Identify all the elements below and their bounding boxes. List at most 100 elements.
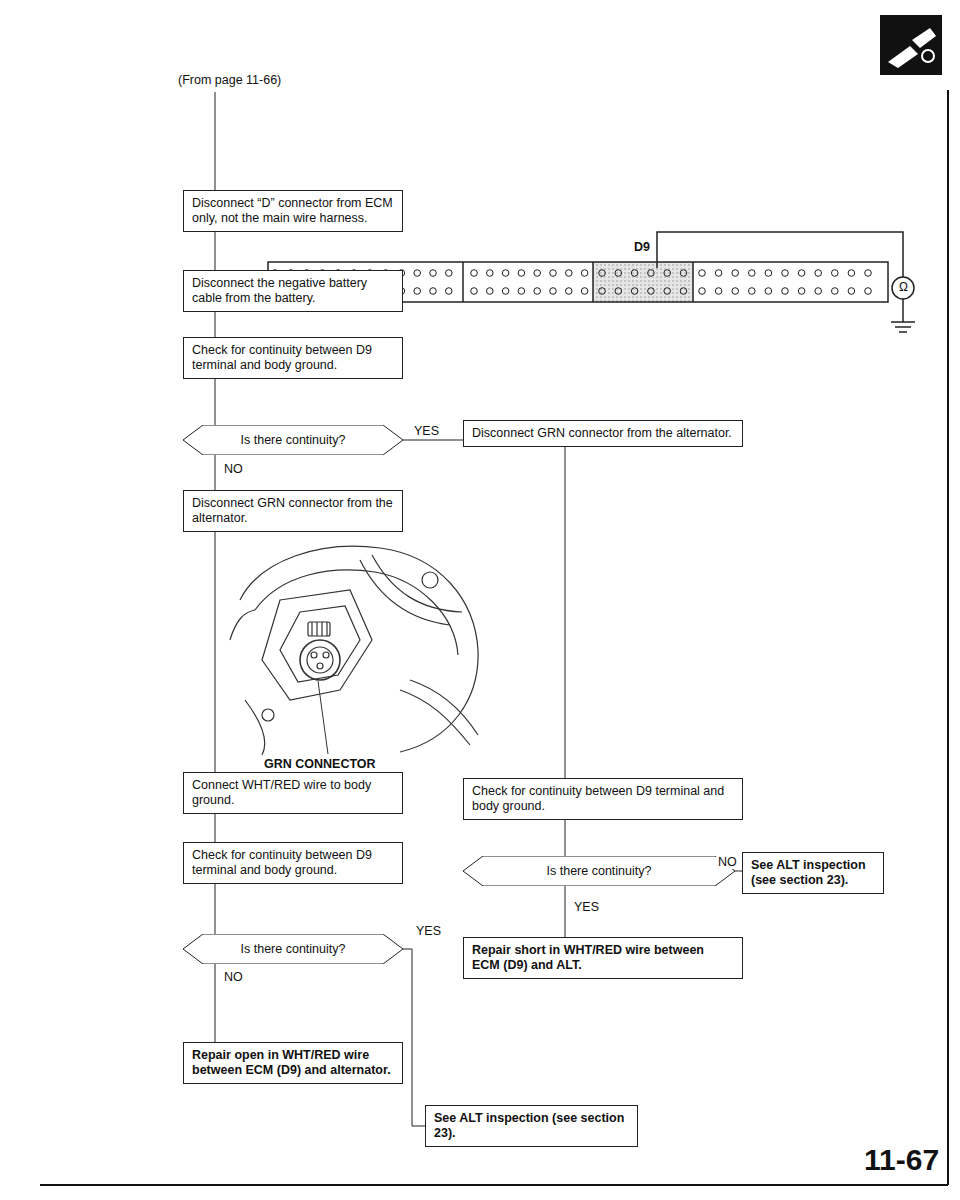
flow-line — [403, 949, 425, 1126]
connector-pin — [615, 270, 622, 277]
connector-pin — [848, 288, 855, 295]
page-reference: (From page 11-66) — [176, 73, 283, 87]
connector-pin — [680, 288, 687, 295]
flow-line — [565, 447, 566, 778]
process-box: Repair short in WHT/RED wire between ECM… — [463, 937, 743, 979]
connector-pin — [715, 288, 722, 295]
connector-pin — [487, 270, 494, 277]
edge-label: NO — [716, 855, 739, 869]
connector-pin — [534, 288, 541, 295]
connector-pin — [502, 270, 509, 277]
edge-label: YES — [572, 900, 601, 914]
connector-pin — [615, 288, 622, 295]
connector-pin — [430, 288, 437, 295]
flow-line — [403, 440, 463, 441]
flow-line — [565, 820, 566, 856]
connector-pin — [699, 288, 706, 295]
process-box: Disconnect “D” connector from ECM only, … — [183, 190, 403, 232]
flow-line — [735, 871, 742, 872]
connector-pin — [782, 288, 789, 295]
node-text: Is there continuity? — [547, 864, 652, 879]
flow-line — [215, 814, 216, 842]
connector-pin — [599, 288, 606, 295]
connector-pin — [765, 270, 772, 277]
connector-pin — [832, 288, 839, 295]
node-text: Disconnect “D” connector from ECM only, … — [192, 196, 394, 226]
edge-label: YES — [414, 924, 443, 938]
node-text: Repair open in WHT/RED wire between ECM … — [192, 1048, 394, 1078]
connector-pin — [848, 270, 855, 277]
connector-pin — [832, 270, 839, 277]
node-text: Disconnect GRN connector from the altern… — [472, 426, 734, 441]
connector-pin — [815, 270, 822, 277]
process-box: Disconnect the negative battery cable fr… — [183, 270, 403, 312]
edge-label: NO — [222, 970, 245, 984]
terminal-name: D9 — [632, 240, 652, 254]
node-text: Connect WHT/RED wire to body ground. — [192, 778, 394, 808]
process-box: Check for continuity between D9 terminal… — [183, 842, 403, 884]
flow-line — [215, 312, 216, 337]
process-box: See ALT inspection (see section 23). — [742, 852, 884, 894]
connector-pin — [471, 288, 478, 295]
flow-line — [565, 886, 566, 937]
connector-pin — [699, 270, 706, 277]
process-box: Disconnect GRN connector from the altern… — [463, 420, 743, 447]
connector-pin — [732, 288, 739, 295]
connector-pin — [471, 270, 478, 277]
node-text: Disconnect the negative battery cable fr… — [192, 276, 394, 306]
connector-pin — [581, 288, 588, 295]
flow-line — [215, 532, 216, 772]
connector-pin — [487, 288, 494, 295]
connector-pin — [648, 288, 655, 295]
connector-pin — [599, 270, 606, 277]
flow-line — [215, 92, 216, 190]
connector-pin — [664, 270, 671, 277]
page-border — [947, 90, 949, 1185]
flow-line — [215, 232, 216, 270]
flow-line — [215, 964, 216, 1042]
node-text: Is there continuity? — [241, 942, 346, 957]
node-text: Check for continuity between D9 terminal… — [192, 848, 394, 878]
connector-pin — [798, 288, 805, 295]
connector-pin — [648, 270, 655, 277]
connector-pin — [518, 288, 525, 295]
connector-pin — [815, 288, 822, 295]
connector-pin — [430, 270, 437, 277]
connector-pin — [566, 288, 573, 295]
ohmmeter-symbol — [892, 277, 914, 299]
decision-shape: Is there continuity? — [183, 425, 403, 455]
flow-line — [215, 455, 216, 490]
process-box: Repair open in WHT/RED wire between ECM … — [183, 1042, 403, 1084]
connector-pin — [749, 288, 756, 295]
connector-pin — [518, 270, 525, 277]
part-name: GRN CONNECTOR — [262, 757, 378, 771]
connector-pin — [446, 270, 453, 277]
connector-pin — [534, 270, 541, 277]
node-text: Check for continuity between D9 terminal… — [192, 343, 394, 373]
edge-label: NO — [222, 462, 245, 476]
connector-pin — [631, 288, 638, 295]
process-box: Check for continuity between D9 terminal… — [183, 337, 403, 379]
connector-pin — [502, 288, 509, 295]
connector-pin — [865, 270, 872, 277]
process-box: Connect WHT/RED wire to body ground. — [183, 772, 403, 814]
ohm-symbol: Ω — [897, 281, 910, 294]
connector-pin — [550, 288, 557, 295]
process-box: See ALT inspection (see section 23). — [425, 1105, 638, 1147]
connector-pin — [865, 288, 872, 295]
connector-pin — [765, 288, 772, 295]
node-text: Disconnect GRN connector from the altern… — [192, 496, 394, 526]
connector-pin — [414, 270, 421, 277]
node-text: See ALT inspection (see section 23). — [751, 858, 875, 888]
section-icon — [880, 15, 942, 75]
connector-pin — [414, 288, 421, 295]
node-text: Is there continuity? — [241, 433, 346, 448]
process-box: Check for continuity between D9 terminal… — [463, 778, 743, 820]
decision-shape: Is there continuity? — [183, 934, 403, 964]
connector-pin — [581, 270, 588, 277]
connector-pin — [798, 270, 805, 277]
node-text: See ALT inspection (see section 23). — [434, 1111, 629, 1141]
process-box: Disconnect GRN connector from the altern… — [183, 490, 403, 532]
decision-shape: Is there continuity? — [463, 856, 735, 886]
